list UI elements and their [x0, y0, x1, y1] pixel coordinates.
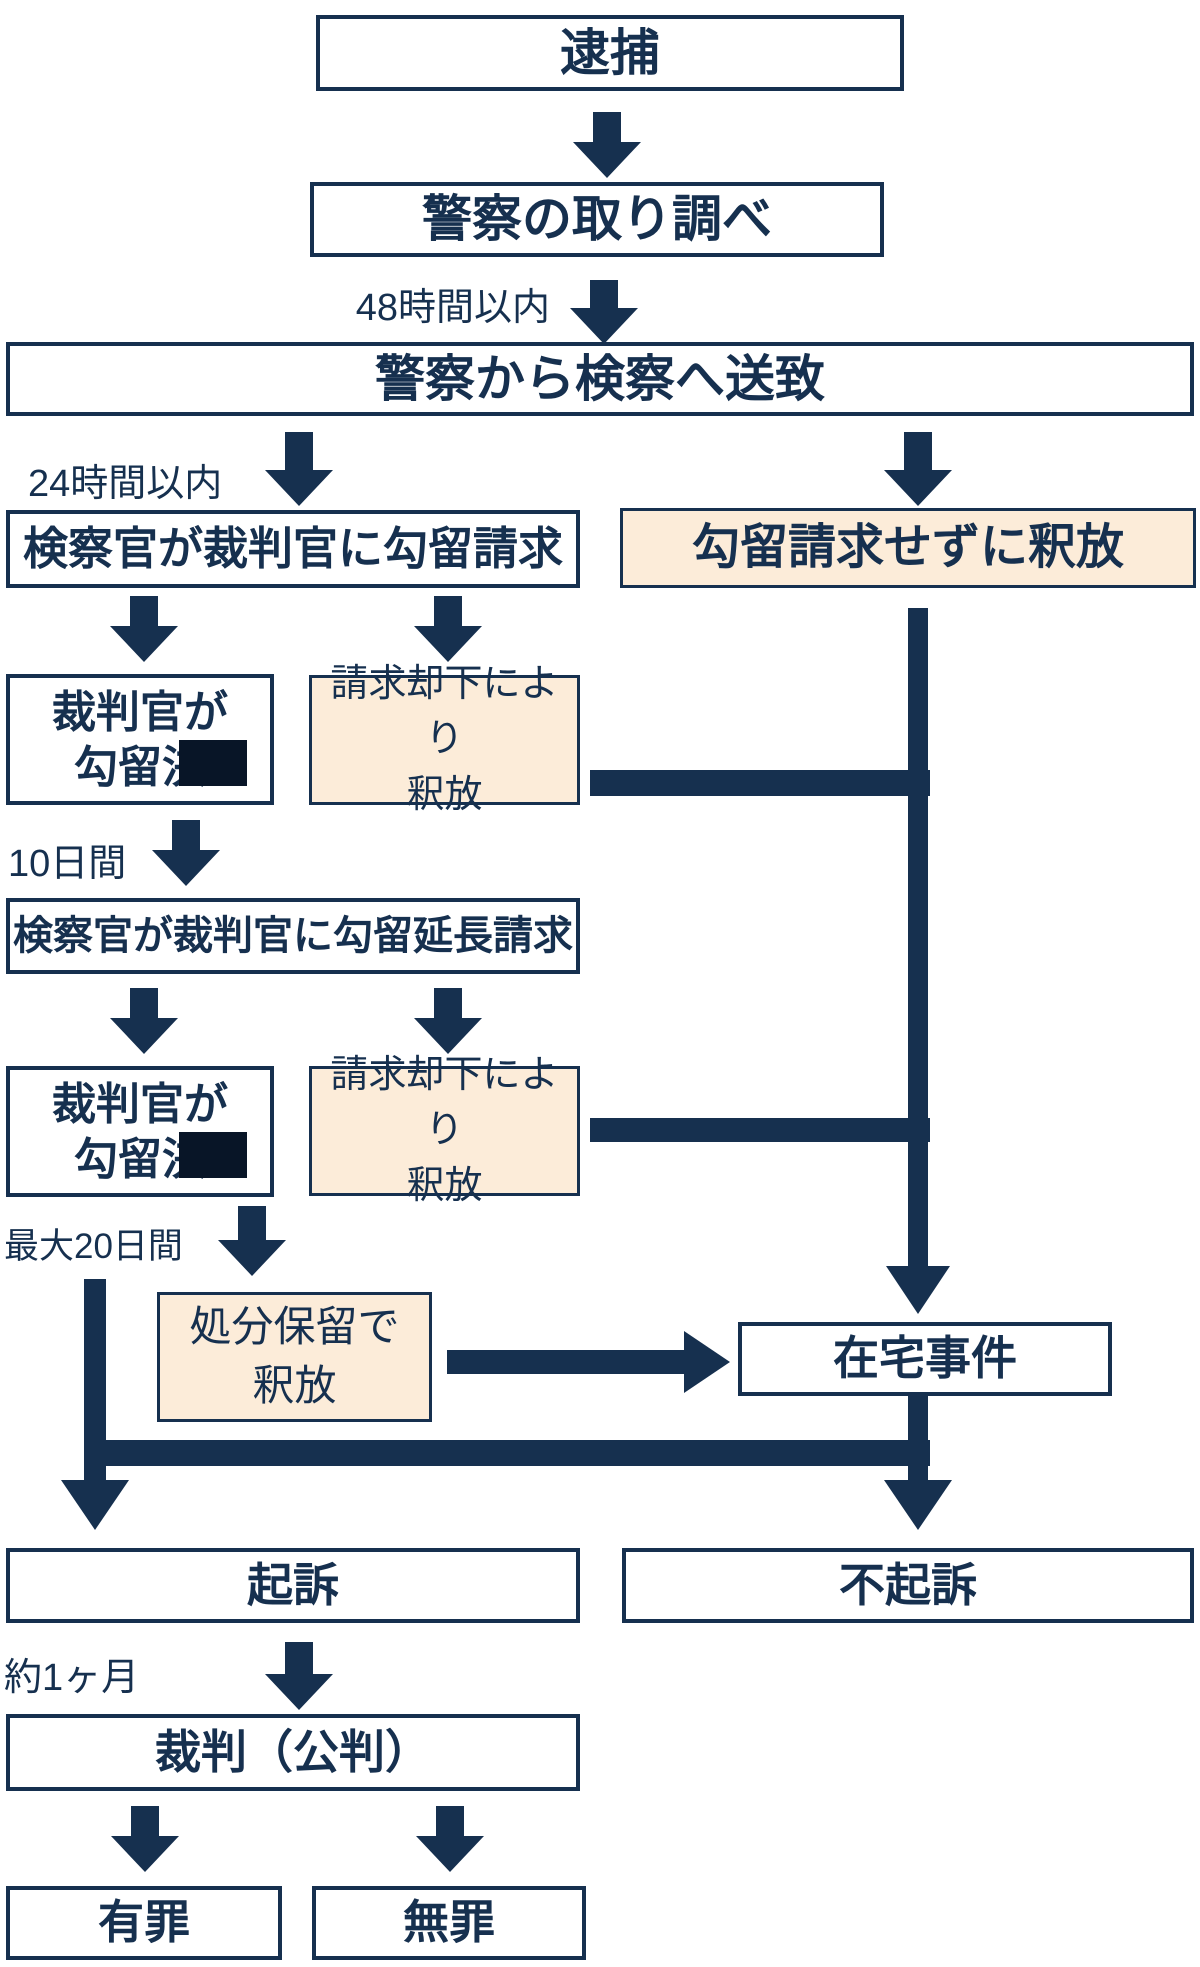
node-released-rejected-2: 請求却下により 釈放: [309, 1054, 580, 1207]
arrow-down-icon: [110, 596, 178, 662]
connector-left-trunk: [84, 1279, 106, 1480]
node-detention-request: 検察官が裁判官に勾留請求: [6, 510, 580, 588]
node-judge-detention-2: 裁判官が 勾留決: [6, 1066, 274, 1197]
node-released-rejected-1-line1: 請求却下により: [330, 663, 559, 761]
connector-rejected1-to-trunk: [590, 770, 930, 796]
node-police-interrogation-label: 警察の取り調べ: [422, 191, 772, 248]
node-disposition-pending-release: 処分保留で 釈放: [157, 1292, 432, 1422]
node-released-rejected-2-line2: 釈放: [406, 1164, 483, 1207]
node-trial: 裁判（公判）: [6, 1714, 580, 1791]
arrow-down-icon: [111, 1806, 179, 1872]
node-arrest: 逮捕: [316, 15, 904, 91]
arrowhead-down-icon: [886, 1266, 950, 1314]
node-disposition-pending-release-line1: 処分保留で: [189, 1303, 400, 1351]
node-disposition-pending-release-line2: 釈放: [252, 1362, 337, 1409]
arrow-down-icon: [110, 988, 178, 1054]
label-within-48h: 48時間以内: [355, 287, 550, 329]
connector-merge-bar: [84, 1440, 930, 1466]
arrow-down-icon: [570, 280, 638, 344]
node-detention-request-label: 検察官が裁判官に勾留請求: [22, 522, 563, 574]
node-at-home-case-label: 在宅事件: [833, 1332, 1017, 1385]
arrowhead-right-icon: [684, 1331, 730, 1393]
node-judge-detention-1-line1: 裁判官が: [52, 687, 228, 737]
connector-rejected2-to-trunk: [590, 1118, 930, 1142]
arrow-down-icon: [218, 1206, 286, 1276]
node-at-home-case: 在宅事件: [738, 1322, 1112, 1396]
label-max-20-days: 最大20日間: [4, 1227, 183, 1266]
arrow-down-icon: [573, 112, 641, 178]
arrow-down-icon: [884, 432, 952, 506]
arrow-down-icon: [265, 432, 333, 506]
node-extension-request-label: 検察官が裁判官に勾留延長請求: [13, 914, 573, 958]
node-released-rejected-2-line1: 請求却下により: [330, 1054, 559, 1152]
node-arrest-label: 逮捕: [560, 24, 660, 81]
node-indictment: 起訴: [6, 1548, 580, 1623]
redaction-box: [178, 1131, 247, 1179]
redaction-box: [178, 739, 247, 787]
node-indictment-label: 起訴: [247, 1558, 339, 1611]
node-sent-to-prosecutor-label: 警察から検察へ送致: [375, 350, 825, 407]
node-released-without-request-label: 勾留請求せずに釈放: [691, 521, 1124, 574]
node-non-indictment: 不起訴: [622, 1548, 1194, 1623]
node-police-interrogation: 警察の取り調べ: [310, 182, 884, 257]
arrow-down-icon: [414, 988, 482, 1054]
arrow-down-icon: [416, 1806, 484, 1872]
node-judge-detention-2-line2: 勾留決: [74, 1131, 247, 1187]
node-extension-request: 検察官が裁判官に勾留延長請求: [6, 898, 580, 974]
node-judge-detention-1-line2: 勾留決: [74, 739, 247, 795]
node-trial-label: 裁判（公判）: [155, 1725, 431, 1778]
connector-right-trunk-lower: [908, 1396, 928, 1480]
node-judge-detention-2-line1: 裁判官が: [52, 1079, 228, 1129]
node-non-indictment-label: 不起訴: [839, 1558, 977, 1611]
node-judge-detention-1: 裁判官が 勾留決: [6, 674, 274, 805]
node-sent-to-prosecutor: 警察から検察へ送致: [6, 342, 1194, 416]
connector-right-trunk: [908, 608, 928, 1266]
arrow-down-icon: [414, 596, 482, 662]
label-10-days: 10日間: [8, 843, 127, 885]
arrow-down-icon: [152, 820, 220, 886]
node-released-rejected-1: 請求却下により 釈放: [309, 663, 580, 816]
node-not-guilty: 無罪: [312, 1886, 586, 1960]
node-released-rejected-1-line2: 釈放: [406, 773, 483, 816]
arrowhead-down-icon: [61, 1480, 129, 1530]
node-not-guilty-label: 無罪: [403, 1896, 495, 1949]
node-released-without-request: 勾留請求せずに釈放: [620, 508, 1196, 588]
arrow-right-shaft: [447, 1350, 684, 1374]
arrow-down-icon: [265, 1642, 333, 1710]
node-guilty-label: 有罪: [98, 1896, 190, 1949]
node-guilty: 有罪: [6, 1886, 282, 1960]
arrowhead-down-icon: [884, 1480, 952, 1530]
label-within-24h: 24時間以内: [28, 463, 223, 505]
label-about-1-month: 約1ヶ月: [4, 1657, 140, 1699]
